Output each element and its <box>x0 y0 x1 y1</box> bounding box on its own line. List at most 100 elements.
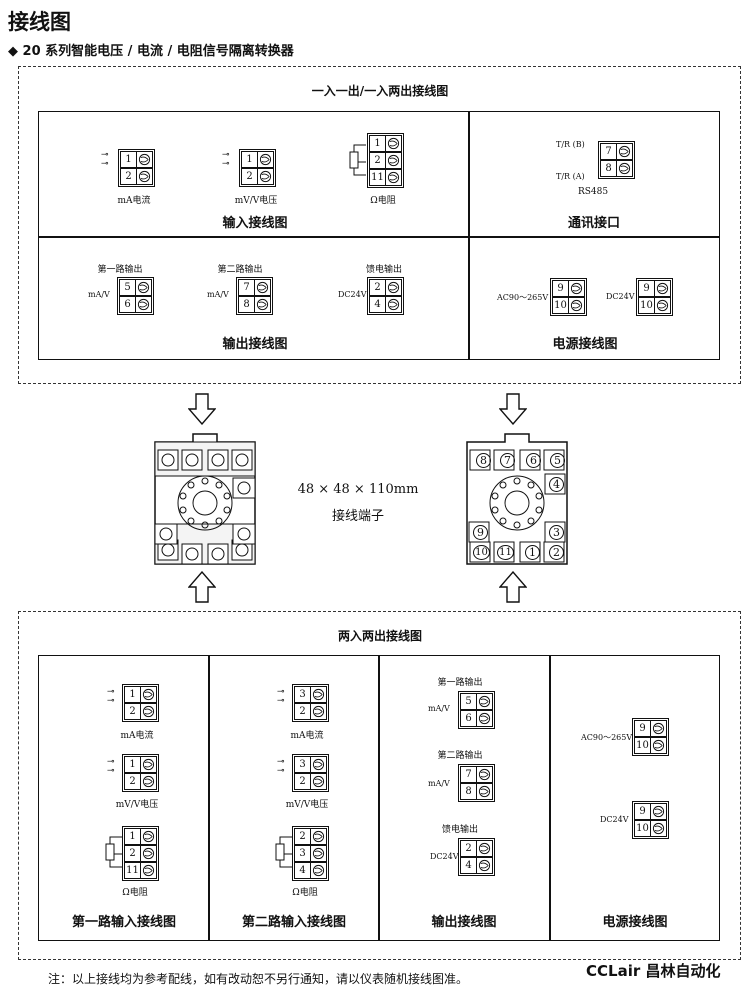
screw-icon <box>141 845 157 862</box>
socket-caption: 接线端子 <box>331 509 385 524</box>
screw-icon <box>477 693 493 710</box>
socket-number-5: 5 <box>550 453 565 468</box>
top-dc-label: DC24V <box>606 292 635 301</box>
screw-icon <box>386 152 402 169</box>
top-grid-frame <box>38 111 720 360</box>
b2-res-terminal-block: 2 3 4 <box>292 826 329 881</box>
terminal-number: 7 <box>238 279 255 296</box>
screw-icon <box>477 766 493 783</box>
terminal-number: 1 <box>241 151 258 168</box>
terminal-number: 8 <box>460 783 477 800</box>
terminal-number: 8 <box>238 296 255 313</box>
b1-ma-wire: ⊸⊸ <box>107 687 115 706</box>
terminal-number: 1 <box>369 135 386 152</box>
socket-number-1: 1 <box>525 545 540 560</box>
ma-plus-wire: ⊸⊸ <box>101 150 109 169</box>
b2-ma-terminal-block: 3 2 <box>292 684 329 722</box>
b3-ch1-title: 第一路输出 <box>437 678 483 688</box>
b3-label: 输出接线图 <box>431 915 497 930</box>
screw-icon <box>311 686 327 703</box>
top-power-label: 电源接线图 <box>552 337 618 352</box>
b1-mv-wire: ⊸⊸ <box>107 757 115 776</box>
top-grid-vline <box>468 111 470 360</box>
screw-icon <box>386 296 402 313</box>
bottom-section-header: 两入两出接线图 <box>337 629 423 643</box>
screw-icon <box>141 862 157 879</box>
terminal-number: 2 <box>124 703 141 720</box>
top-ac-label: AC90～265V <box>497 293 549 302</box>
arrow-down-icon <box>188 393 216 425</box>
top-section-header: 一入一出/一入两出接线图 <box>311 84 449 98</box>
b3-feed-terminal-block: 2 4 <box>458 838 495 876</box>
b3-ch2-mav: mA/V <box>428 779 450 788</box>
screw-icon <box>311 828 327 845</box>
screw-icon <box>655 280 671 297</box>
top-ch2-mav: mA/V <box>207 290 229 299</box>
terminal-number: 1 <box>120 151 137 168</box>
top-ac-terminal-block: 9 10 <box>550 278 587 316</box>
terminal-number: 1 <box>124 828 141 845</box>
b4-dc-terminal-block: 9 10 <box>632 801 669 839</box>
top-ch1-title: 第一路输出 <box>97 265 143 275</box>
screw-icon <box>311 773 327 790</box>
b2-mv-terminal-block: 3 2 <box>292 754 329 792</box>
screw-icon <box>655 297 671 314</box>
b4-ac-terminal-block: 9 10 <box>632 718 669 756</box>
socket-base-left <box>154 433 256 565</box>
screw-icon <box>651 803 667 820</box>
top-feed-dc24: DC24V <box>338 290 367 299</box>
screw-icon <box>137 151 153 168</box>
socket-number-4: 4 <box>549 477 564 492</box>
screw-icon <box>311 862 327 879</box>
top-output-label: 输出接线图 <box>222 337 288 352</box>
b2-mv-wire: ⊸⊸ <box>277 757 285 776</box>
b1-ma-caption: mA电流 <box>120 731 154 741</box>
top-ma-terminal-block: 1 2 <box>118 149 155 187</box>
screw-icon <box>311 703 327 720</box>
b3-ch1-mav: mA/V <box>428 704 450 713</box>
screw-icon <box>386 135 402 152</box>
terminal-number: 2 <box>369 279 386 296</box>
screw-icon <box>311 845 327 862</box>
terminal-number: 2 <box>124 773 141 790</box>
screw-icon <box>651 820 667 837</box>
screw-icon <box>477 710 493 727</box>
socket-number-2: 2 <box>549 545 564 560</box>
bottom-section-frame <box>18 611 741 960</box>
screw-icon <box>141 773 157 790</box>
screw-icon <box>569 297 585 314</box>
screw-icon <box>569 280 585 297</box>
screw-icon <box>141 703 157 720</box>
comm-tb: T/R (B) <box>556 140 585 149</box>
b3-ch1-terminal-block: 5 6 <box>458 691 495 729</box>
screw-icon <box>651 720 667 737</box>
screw-icon <box>386 169 402 186</box>
socket-number-9: 9 <box>473 525 488 540</box>
screw-icon <box>477 840 493 857</box>
screw-icon <box>137 168 153 185</box>
terminal-number: 9 <box>552 280 569 297</box>
terminal-number: 2 <box>369 152 386 169</box>
b3-ch2-terminal-block: 7 8 <box>458 764 495 802</box>
terminal-number: 2 <box>294 703 311 720</box>
resistor-icon <box>349 144 366 176</box>
b2-ma-wire: ⊸⊸ <box>277 687 285 706</box>
terminal-number: 2 <box>241 168 258 185</box>
screw-icon <box>141 686 157 703</box>
screw-icon <box>258 151 274 168</box>
socket-number-7: 7 <box>500 453 515 468</box>
brand-logo-text: CCLair 昌林自动化 <box>586 962 721 980</box>
page-title: 接线图 <box>8 10 71 34</box>
terminal-number: 1 <box>124 686 141 703</box>
b1-mv-caption: mV/V电压 <box>115 800 159 810</box>
terminal-number: 11 <box>124 862 141 879</box>
screw-icon <box>386 279 402 296</box>
comm-terminal-block: 7 8 <box>598 141 635 179</box>
top-mv-caption: mV/V电压 <box>234 196 278 206</box>
b3-ch2-title: 第二路输出 <box>437 751 483 761</box>
terminal-number: 3 <box>294 845 311 862</box>
terminal-number: 5 <box>460 693 477 710</box>
terminal-number: 10 <box>634 737 651 754</box>
arrow-up-icon <box>499 571 527 603</box>
terminal-number: 7 <box>600 143 617 160</box>
